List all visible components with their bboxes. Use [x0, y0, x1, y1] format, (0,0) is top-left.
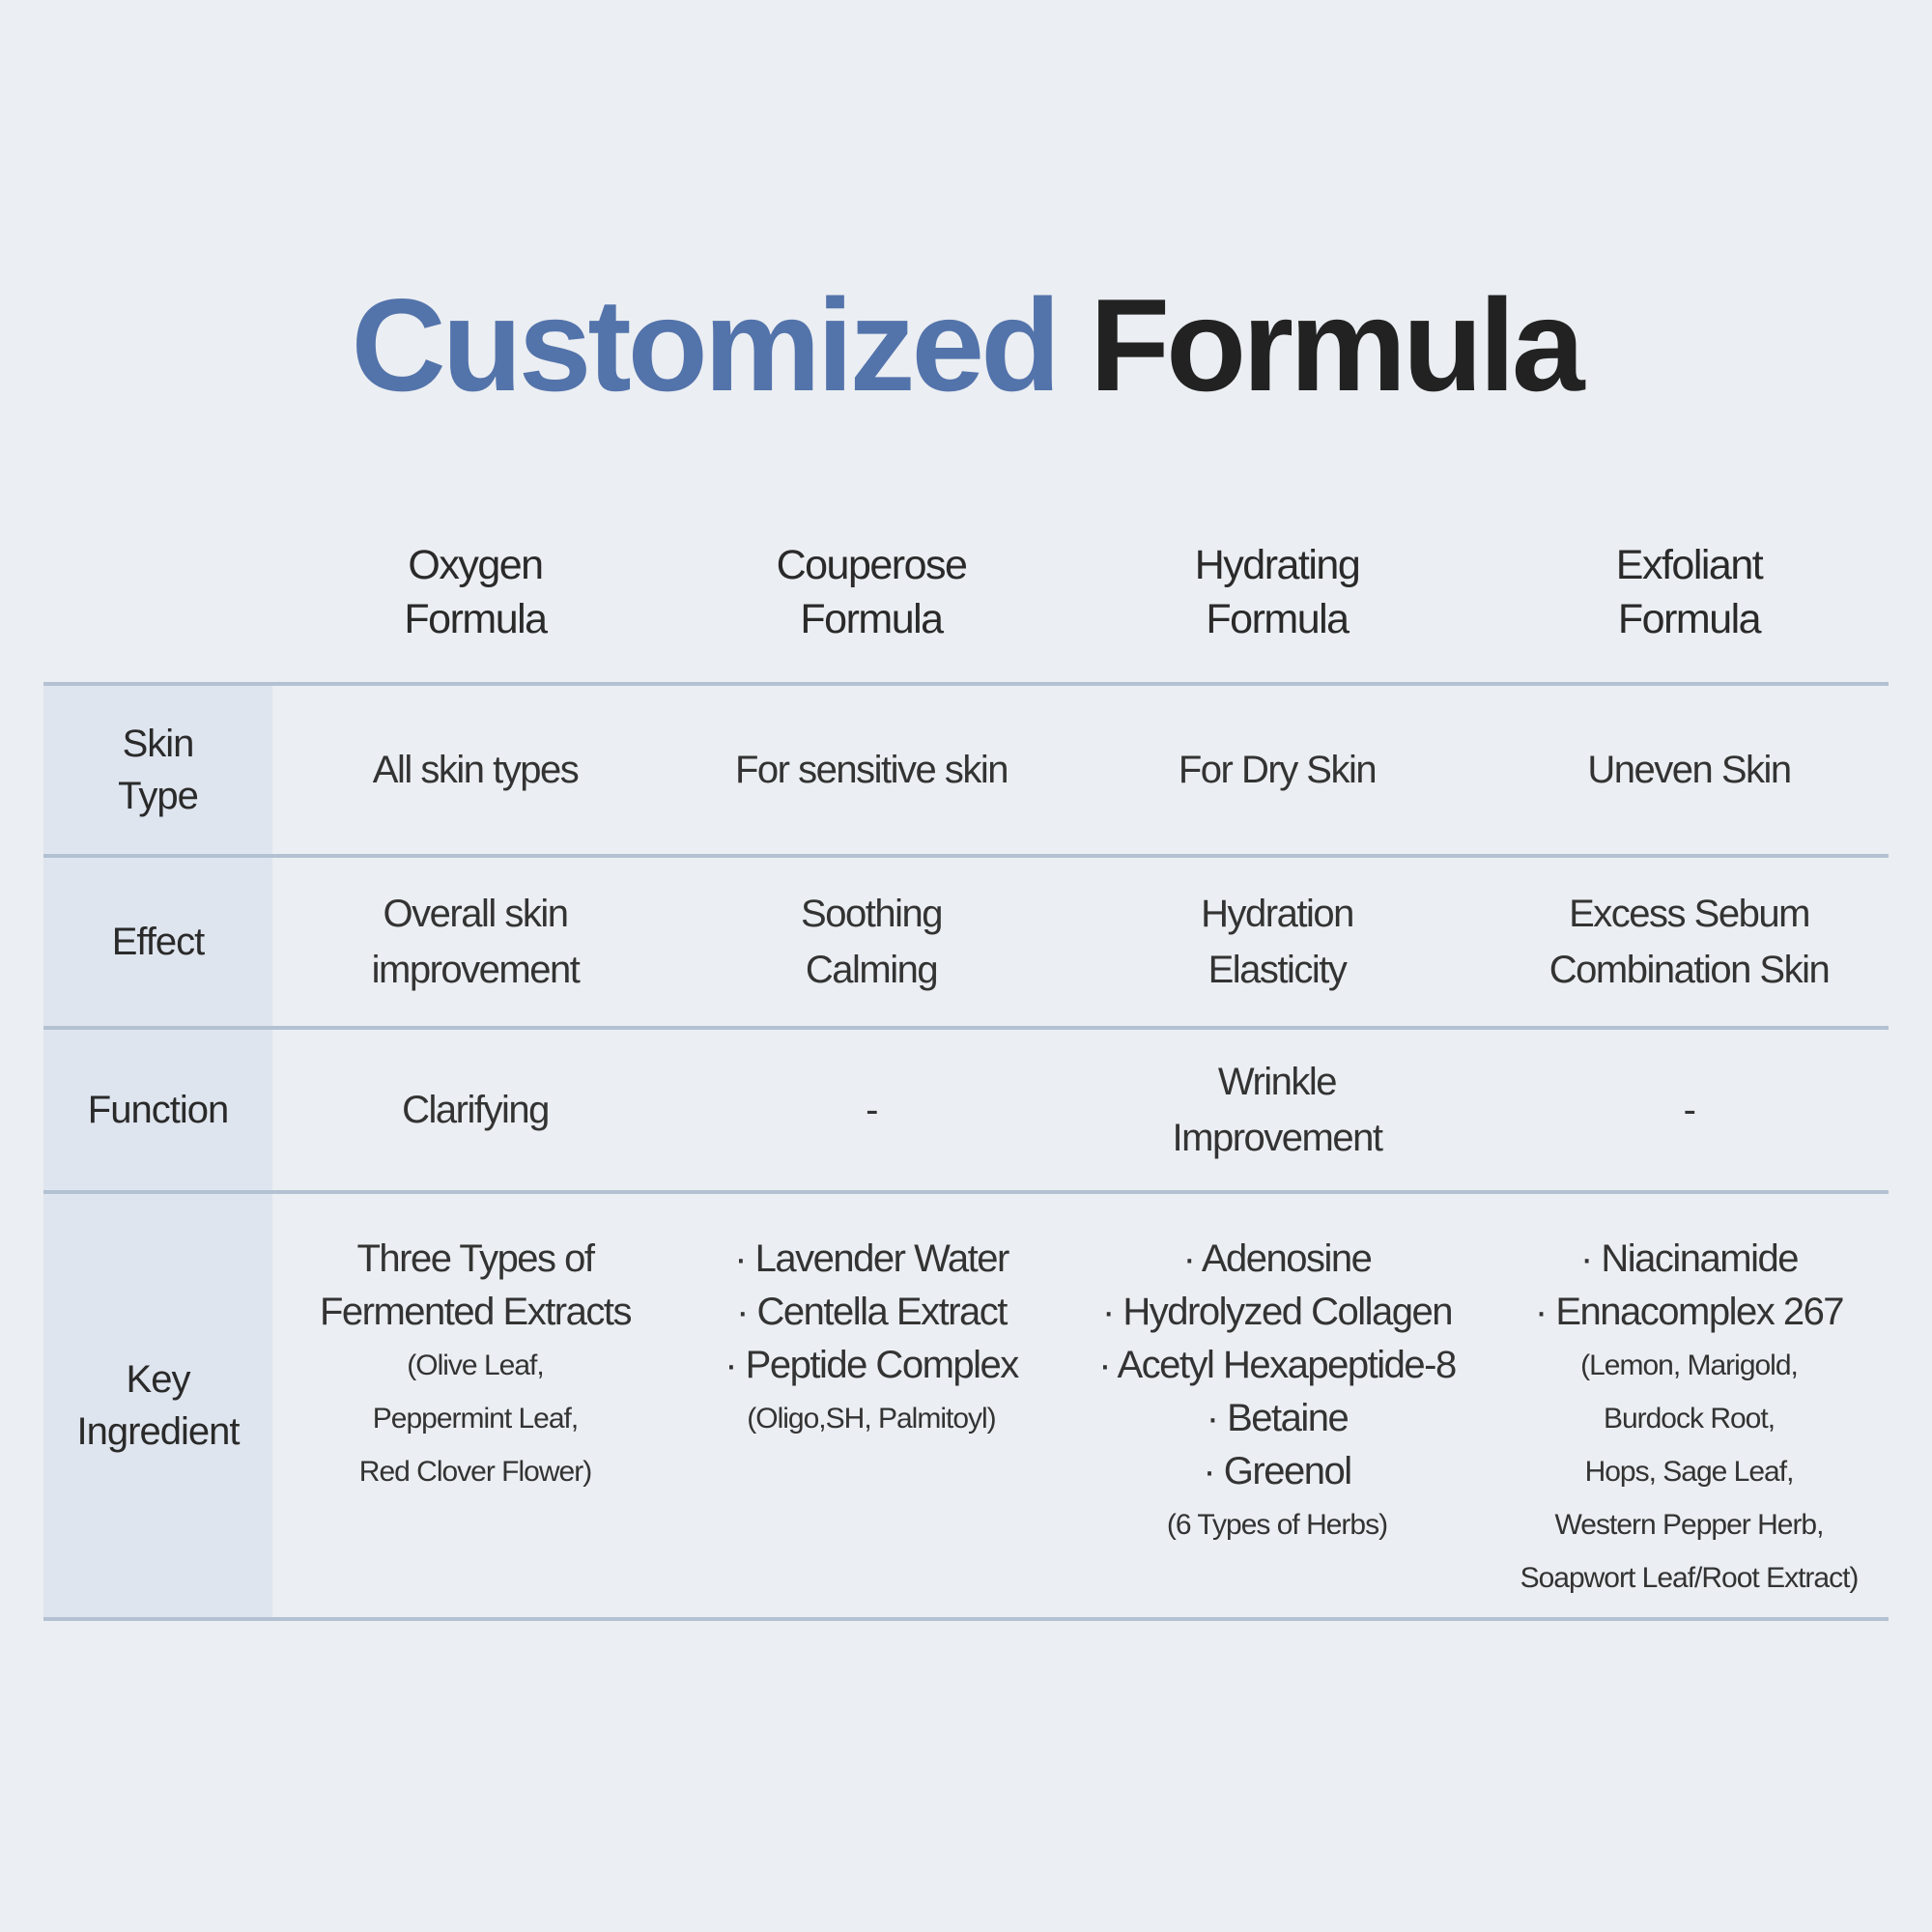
cell-line: Hydration: [1201, 893, 1354, 935]
cell-line: Excess Sebum: [1569, 893, 1810, 935]
ingredient-detail: Hops, Sage Leaf,: [1584, 1456, 1795, 1488]
row-label-line: Key: [126, 1358, 191, 1401]
cell-line: -: [1683, 1089, 1696, 1131]
column-header-line: Exfoliant: [1615, 542, 1764, 588]
ingredient-line: · Centella Extract: [736, 1291, 1008, 1333]
ingredient-line: · Lavender Water: [734, 1237, 1009, 1280]
page-title: Customized Formula: [0, 277, 1932, 412]
table-cell: -: [678, 1030, 1065, 1190]
table-cell: For Dry Skin: [1178, 749, 1378, 791]
table-cell: Three Types of Fermented Extracts (Olive…: [272, 1194, 678, 1617]
table-row-effect: Effect Overall skin improvement Soothing…: [43, 854, 1889, 1026]
ingredient-line: · Niacinamide: [1579, 1237, 1800, 1280]
column-header-line: Formula: [404, 596, 548, 642]
cell-line: improvement: [371, 949, 581, 991]
row-label-skin-type: Skin Type: [43, 686, 272, 854]
row-label-line: Skin: [122, 723, 195, 765]
ingredient-detail: Peppermint Leaf,: [372, 1403, 579, 1435]
ingredient-detail: (Oligo,SH, Palmitoyl): [747, 1403, 996, 1435]
cell-line: -: [866, 1089, 878, 1131]
ingredient-line: · Acetyl Hexapeptide-8: [1098, 1344, 1457, 1386]
column-header-exfoliant: Exfoliant Formula: [1490, 502, 1889, 682]
table-cell: Clarifying: [272, 1030, 678, 1190]
table-row-function: Function Clarifying - Wrinkle Improvemen…: [43, 1026, 1889, 1190]
ingredient-detail: Soapwort Leaf/Root Extract): [1520, 1562, 1860, 1594]
table-cell: -: [1490, 1030, 1889, 1190]
ingredient-line: Three Types of: [356, 1237, 595, 1280]
header-corner: [43, 502, 272, 682]
ingredient-line: · Peptide Complex: [724, 1344, 1019, 1386]
table-cell: For sensitive skin: [735, 749, 1009, 791]
ingredient-detail: Red Clover Flower): [358, 1456, 592, 1488]
table-cell: Wrinkle Improvement: [1065, 1030, 1490, 1190]
row-label-key-ingredient: Key Ingredient: [43, 1194, 272, 1617]
table-cell: · Adenosine · Hydrolyzed Collagen · Acet…: [1065, 1194, 1490, 1617]
ingredient-detail: Burdock Root,: [1603, 1403, 1776, 1435]
cell-line: Clarifying: [402, 1089, 550, 1131]
formula-comparison-table: Oxygen Formula Couperose Formula Hydrati…: [43, 502, 1889, 1621]
row-label-effect: Effect: [43, 858, 272, 1026]
ingredient-line: · Ennacomplex 267: [1534, 1291, 1845, 1333]
ingredient-detail: Western Pepper Herb,: [1554, 1509, 1825, 1541]
ingredient-detail: (6 Types of Herbs): [1166, 1509, 1388, 1541]
table-cell: Overall skin improvement: [272, 858, 678, 1026]
column-header-hydrating: Hydrating Formula: [1065, 502, 1490, 682]
row-label-line: Type: [118, 775, 199, 817]
table-cell: Uneven Skin: [1587, 749, 1792, 791]
column-header-line: Formula: [1206, 596, 1350, 642]
ingredient-line: · Hydrolyzed Collagen: [1101, 1291, 1454, 1333]
cell-line: Overall skin: [383, 893, 569, 935]
table-cell: · Lavender Water · Centella Extract · Pe…: [678, 1194, 1065, 1617]
table-cell: Excess Sebum Combination Skin: [1490, 858, 1889, 1026]
column-header-line: Formula: [800, 596, 944, 642]
column-header-line: Oxygen: [408, 542, 544, 588]
table-cell: Soothing Calming: [678, 858, 1065, 1026]
table-cell: All skin types: [372, 749, 580, 791]
ingredient-line: · Betaine: [1206, 1397, 1350, 1439]
column-header-couperose: Couperose Formula: [678, 502, 1065, 682]
column-header-line: Couperose: [776, 542, 968, 588]
table-cell: · Niacinamide · Ennacomplex 267 (Lemon, …: [1490, 1194, 1889, 1617]
cell-line: Elasticity: [1208, 949, 1348, 991]
row-label-function: Function: [43, 1030, 272, 1190]
cell-line: Wrinkle: [1217, 1061, 1338, 1103]
table-cell: Hydration Elasticity: [1065, 858, 1490, 1026]
ingredient-detail: (Olive Leaf,: [407, 1350, 544, 1381]
cell-line: Calming: [805, 949, 939, 991]
ingredient-detail: (Lemon, Marigold,: [1580, 1350, 1799, 1381]
table-row-key-ingredient: Key Ingredient Three Types of Fermented …: [43, 1190, 1889, 1621]
table-header-row: Oxygen Formula Couperose Formula Hydrati…: [43, 502, 1889, 682]
column-header-line: Hydrating: [1194, 542, 1361, 588]
cell-line: Improvement: [1172, 1117, 1383, 1159]
column-header-oxygen: Oxygen Formula: [272, 502, 678, 682]
row-label-line: Ingredient: [76, 1410, 241, 1453]
ingredient-line: Fermented Extracts: [319, 1291, 633, 1333]
cell-line: Soothing: [801, 893, 943, 935]
cell-line: Combination Skin: [1548, 949, 1831, 991]
title-accent: Customized: [351, 271, 1061, 419]
ingredient-line: · Adenosine: [1182, 1237, 1373, 1280]
ingredient-line: · Greenol: [1203, 1450, 1352, 1492]
table-row-skin-type: Skin Type All skin types For sensitive s…: [43, 682, 1889, 854]
column-header-line: Formula: [1617, 596, 1762, 642]
title-main: Formula: [1090, 271, 1584, 419]
